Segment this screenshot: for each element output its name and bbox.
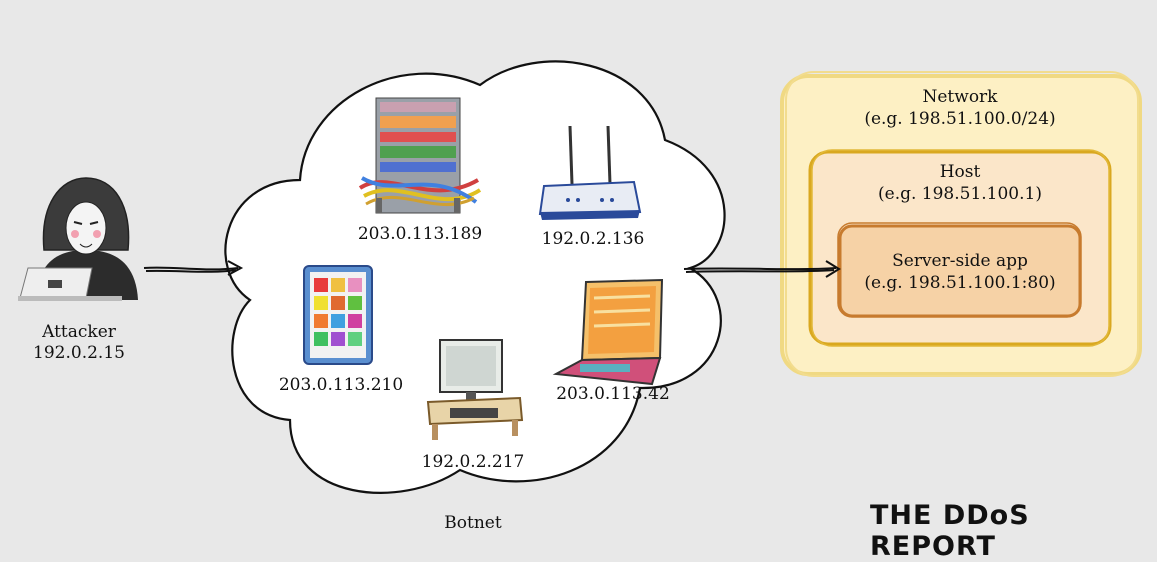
botnet-to-app-arrow (683, 260, 841, 278)
hooded-hacker-icon (18, 177, 138, 301)
server-rack-icon (358, 97, 482, 214)
botnet-label: Botnet (444, 513, 502, 533)
device-ip-tablet: 203.0.113.210 (278, 375, 404, 395)
botnet-cloud (224, 60, 726, 494)
device-ip-tv: 192.0.2.217 (421, 452, 525, 472)
brand-logo: THE DDoS REPORT (870, 500, 1030, 562)
app-title: Server-side app (892, 251, 1028, 271)
attacker-name: Attacker (42, 322, 116, 342)
router-icon (538, 125, 642, 220)
tablet-icon (303, 265, 373, 365)
host-title: Host (939, 162, 981, 182)
app-example: (e.g. 198.51.100.1:80) (864, 273, 1056, 293)
device-ip-server-rack: 203.0.113.189 (357, 224, 483, 244)
network-example: (e.g. 198.51.100.0/24) (864, 109, 1056, 129)
attacker-label: Attacker 192.0.2.15 (20, 322, 138, 364)
diagram-canvas (18, 60, 1142, 494)
tv-icon (426, 339, 524, 440)
network-title: Network (922, 87, 998, 107)
attacker-to-botnet-arrow (143, 260, 244, 276)
device-ip-laptop: 203.0.113.42 (556, 384, 670, 404)
host-example: (e.g. 198.51.100.1) (878, 184, 1042, 204)
laptop-icon (552, 278, 664, 386)
device-ip-router: 192.0.2.136 (541, 229, 645, 249)
app-box (837, 222, 1082, 318)
attacker-ip: 192.0.2.15 (33, 343, 125, 363)
